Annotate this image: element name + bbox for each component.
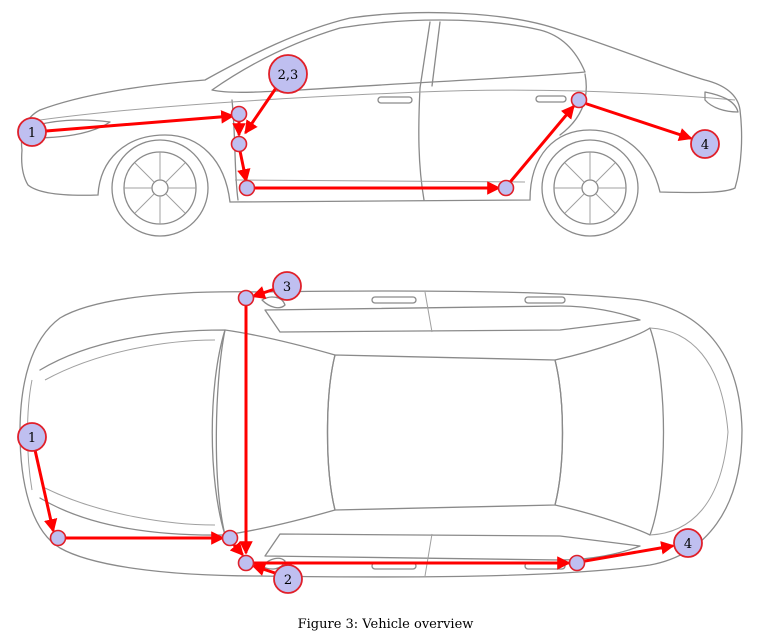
top-car-mirror-top [261, 296, 286, 309]
side-path-rear-up [509, 104, 575, 183]
svg-text:1: 1 [28, 431, 36, 446]
top-car-rear-window [554, 327, 665, 536]
top-label-4: 4 [673, 528, 703, 558]
side-car-front-spokes [124, 152, 196, 224]
side-label-2-3: 2,3 [268, 54, 308, 94]
side-label-1: 1 [17, 117, 47, 147]
side-path-1-to-front [44, 110, 235, 133]
side-node-rocker-rear [497, 179, 515, 197]
side-car-pillar-a [431, 21, 441, 87]
svg-text:3: 3 [283, 280, 291, 295]
top-car-side-window-top [264, 305, 641, 333]
side-car-rear-door [559, 73, 587, 136]
inspection-paths [33, 86, 693, 576]
top-car-hood [39, 329, 226, 536]
side-path-23-to-pillar [244, 86, 278, 135]
top-path-1-down [33, 448, 58, 533]
top-car-handle-top-rear [524, 296, 566, 304]
node-labels: 1 2,3 4 1 2 3 4 [17, 54, 720, 594]
top-path-rear-to-4 [583, 541, 675, 563]
top-car-mirror-bottom [261, 557, 286, 570]
top-car-body [19, 290, 743, 578]
top-car-pillar-top [424, 291, 433, 333]
top-node-bottom-front [237, 554, 255, 572]
top-car-pillar-bottom [424, 533, 433, 577]
top-car-handle-top-front [371, 296, 417, 304]
top-node-front-right [221, 529, 239, 547]
side-view-car [20, 12, 743, 237]
svg-text:4: 4 [701, 138, 709, 153]
top-node-top [237, 289, 255, 307]
svg-text:1: 1 [28, 126, 36, 141]
top-path-2-to-bottom [251, 563, 277, 576]
side-node-rocker-front [238, 179, 256, 197]
top-label-3: 3 [272, 271, 302, 301]
side-car-beltline [39, 89, 736, 121]
svg-text:4: 4 [684, 537, 692, 552]
svg-text:2,3: 2,3 [278, 68, 299, 83]
top-label-1: 1 [17, 422, 47, 452]
figure-caption: Figure 3: Vehicle overview [297, 617, 474, 632]
side-path-rear-to-4 [585, 102, 693, 142]
side-car-taillight [704, 91, 739, 113]
top-view-car [19, 290, 743, 578]
side-path-mid-to-rocker [237, 149, 251, 183]
top-car-trunk [649, 327, 729, 536]
side-label-4: 4 [690, 129, 720, 159]
side-car-rocker [234, 179, 526, 183]
top-label-2: 2 [273, 564, 303, 594]
side-car-headlight [27, 119, 111, 139]
top-car-hood-crease-bottom [44, 487, 216, 526]
side-car-windows [211, 19, 586, 93]
side-node-front-top [230, 105, 248, 123]
top-path-3-to-top [251, 286, 277, 299]
side-node-front-mid [230, 135, 248, 153]
top-node-front-left [49, 529, 67, 547]
side-car-pillar-b [419, 21, 431, 89]
side-car-handle-front [377, 96, 413, 104]
top-car-hood-crease-top [44, 339, 216, 381]
inspection-nodes [49, 91, 588, 572]
side-car-handle-rear [535, 95, 567, 103]
svg-text:2: 2 [284, 573, 292, 588]
side-node-rear-top [570, 91, 588, 109]
side-car-body [20, 12, 743, 203]
side-car-rear-spokes [554, 152, 626, 224]
top-node-bottom-rear [568, 554, 586, 572]
